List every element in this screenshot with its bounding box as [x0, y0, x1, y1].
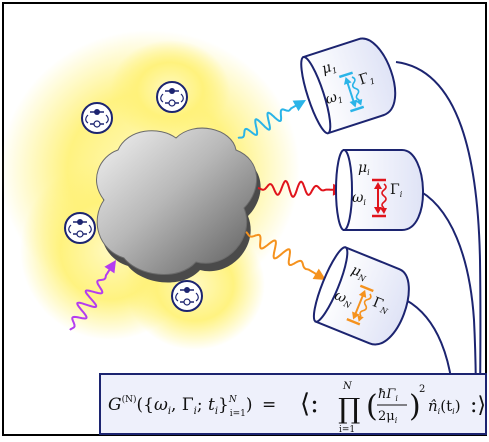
formula-square: 2 [419, 384, 425, 395]
formula-number-operator: n̂i(ti) [428, 397, 461, 416]
emitter-icon [157, 82, 187, 112]
formula-close-bracket: :⟩ [470, 393, 486, 418]
formula-open-bracket: ⟨: [300, 389, 319, 419]
emitter-icon [82, 103, 112, 133]
formula-paren-open: ( [366, 389, 378, 424]
formula-product-lower: i=1 [339, 425, 355, 435]
formula-numerator: ħΓi [378, 387, 398, 403]
formula-product: ∏ [338, 392, 360, 425]
nanoparticle [97, 128, 261, 282]
emitter-icon [65, 213, 95, 243]
formula-product-upper: N [342, 381, 353, 392]
emitter-icon [172, 281, 202, 311]
